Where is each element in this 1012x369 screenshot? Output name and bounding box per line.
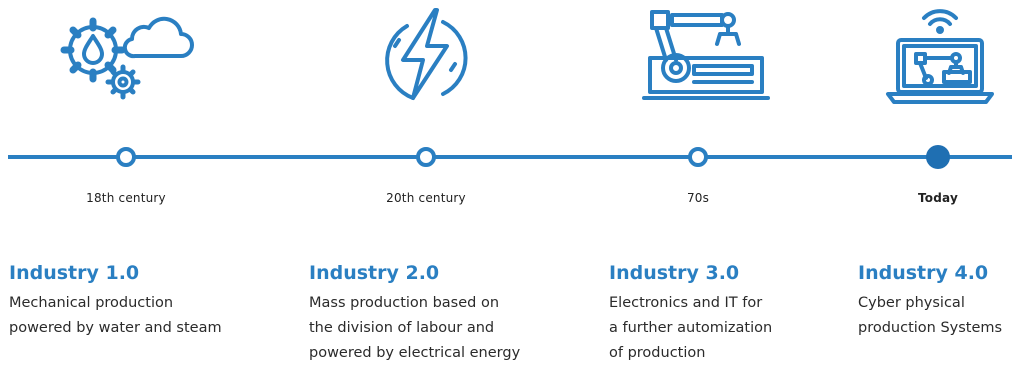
stage-description: Mass production based on the division of…: [309, 291, 569, 366]
stage-description: Electronics and IT for a further automiz…: [609, 291, 869, 366]
stage-industry-4: Industry 4.0 Cyber physical production S…: [858, 261, 1012, 341]
stage-industry-3: Industry 3.0 Electronics and IT for a fu…: [609, 261, 869, 366]
era-label-industry-1: 18th century: [86, 191, 166, 205]
stage-industry-1: Industry 1.0 Mechanical production power…: [9, 261, 269, 341]
description-line: production Systems: [858, 320, 1003, 336]
robot-arm-machine-icon: [618, 2, 778, 108]
stage-description: Cyber physical production Systems: [858, 291, 1012, 341]
era-label-industry-2: 20th century: [386, 191, 466, 205]
stage-title: Industry 2.0: [309, 262, 440, 284]
description-line: Cyber physical: [858, 295, 965, 311]
description-line: a further automization: [609, 320, 773, 336]
era-label-industry-3: 70s: [686, 191, 710, 205]
stage-title: Industry 1.0: [9, 262, 140, 284]
gears-water-cloud-icon: [43, 2, 203, 108]
timeline-node-industry-4-current: [926, 145, 950, 169]
era-label-industry-4: Today: [918, 191, 958, 205]
stage-title: Industry 3.0: [609, 262, 740, 284]
description-line: Electronics and IT for: [609, 295, 763, 311]
description-line: of production: [609, 345, 706, 361]
description-line: powered by electrical energy: [309, 345, 521, 361]
laptop-robot-wifi-icon: [860, 2, 1012, 108]
description-line: the division of labour and: [309, 320, 495, 336]
description-line: Mechanical production: [9, 295, 174, 311]
stage-industry-2: Industry 2.0 Mass production based on th…: [309, 261, 569, 366]
lightning-bolt-icon: [345, 2, 505, 108]
description-line: Mass production based on: [309, 295, 500, 311]
timeline-node-industry-2: [416, 147, 436, 167]
timeline-line: [8, 155, 1012, 159]
timeline-node-industry-1: [116, 147, 136, 167]
stage-title: Industry 4.0: [858, 262, 989, 284]
description-line: powered by water and steam: [9, 320, 222, 336]
stage-description: Mechanical production powered by water a…: [9, 291, 269, 341]
timeline-node-industry-3: [688, 147, 708, 167]
